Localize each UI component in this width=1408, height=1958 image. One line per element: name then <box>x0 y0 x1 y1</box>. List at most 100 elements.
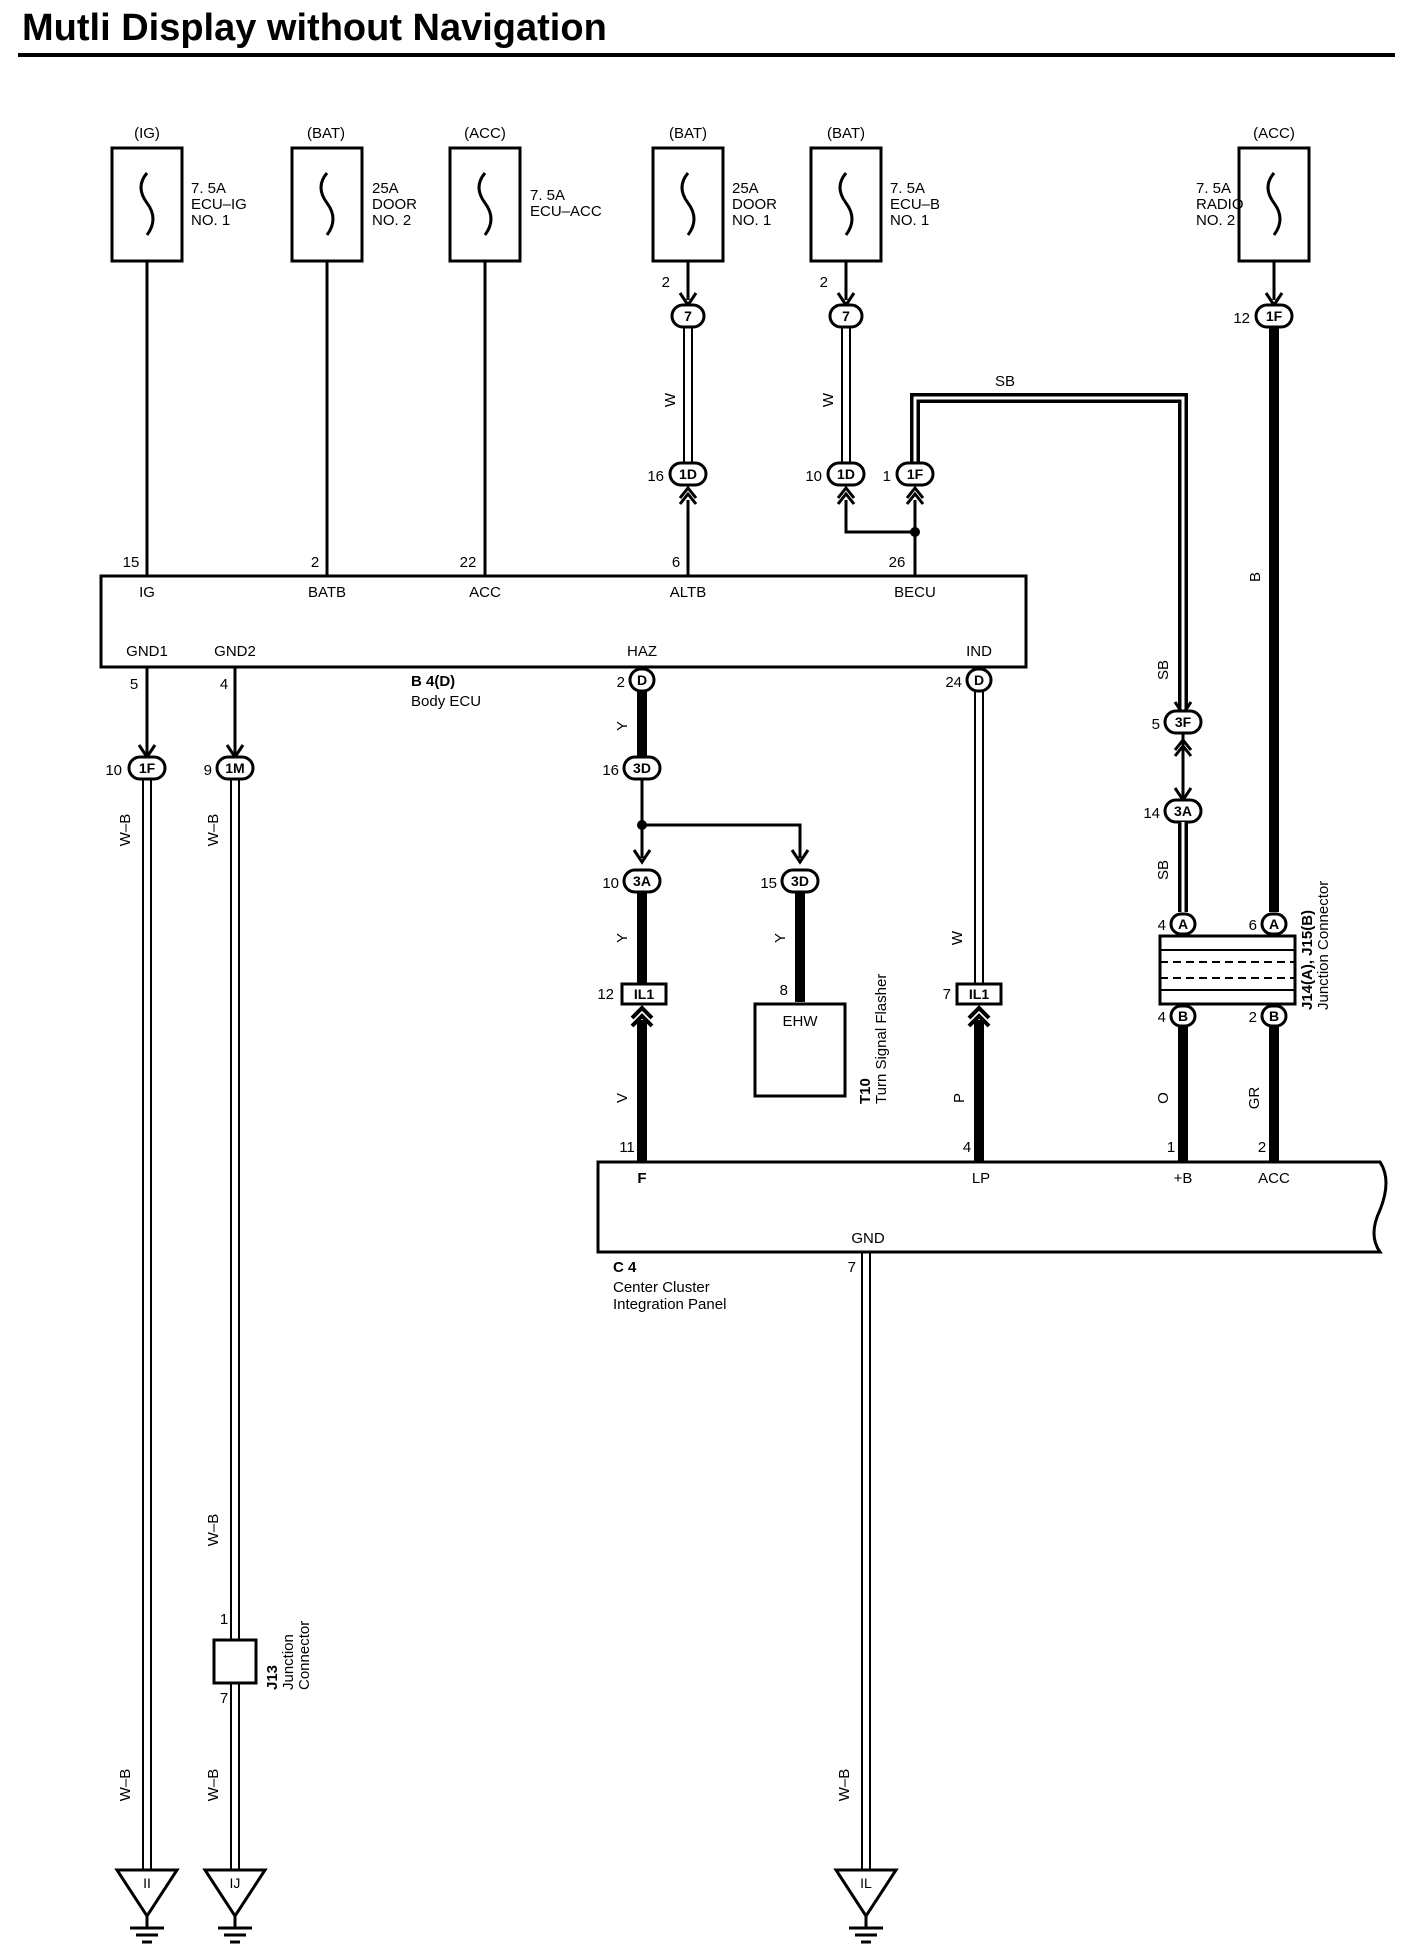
pin-number: 15 <box>123 554 140 571</box>
chevron-up-icon <box>836 485 856 505</box>
connector-il1 <box>955 982 1003 1006</box>
pin-label: F <box>637 1170 646 1187</box>
wire-gnd1: 1F 10 W–B W–B <box>105 667 167 1870</box>
wire-color: W–B <box>205 1769 222 1802</box>
fuse-name: RADIO <box>1196 196 1244 213</box>
pin-label: IND <box>966 643 992 660</box>
pin-number: 24 <box>945 674 962 691</box>
wire-color: W–B <box>836 1769 853 1802</box>
fuse-number: NO. 2 <box>372 212 411 229</box>
pin-label: GND1 <box>126 643 168 660</box>
fuse-name: ECU–IG <box>191 196 247 213</box>
wire-color: W <box>820 392 837 407</box>
pin-number: 1 <box>1167 1139 1175 1156</box>
component-name: Body ECU <box>411 693 481 710</box>
pin-number: 5 <box>1152 716 1160 733</box>
connector-label: A <box>1178 916 1188 932</box>
pin-number: 8 <box>780 982 788 999</box>
fuse-icon <box>1266 172 1282 236</box>
fuse-icon <box>838 172 854 236</box>
pin-number: 14 <box>1143 805 1160 822</box>
flasher-box-label: EHW <box>783 1013 819 1030</box>
pin-number: 26 <box>889 554 906 571</box>
pin-number: 4 <box>1158 917 1166 934</box>
fuse-ecu-ig: (IG) 7. 5A ECU–IG NO. 1 <box>110 125 247 263</box>
connector-il1 <box>620 982 668 1006</box>
component-id: B 4(D) <box>411 673 455 690</box>
wire-color: Y <box>614 721 631 731</box>
wire-color: W <box>662 392 679 407</box>
wire-gnd2: 1M 9 W–B W–B 1 7 J13 Junction Connector … <box>204 665 313 1870</box>
pin-label: IG <box>139 584 155 601</box>
fuse-amp: 25A <box>732 180 759 197</box>
pin-label: +B <box>1174 1170 1193 1187</box>
pin-label: GND2 <box>214 643 256 660</box>
fuse-door-2: (BAT) 25A DOOR NO. 2 <box>290 125 417 263</box>
pin-number: 2 <box>820 274 828 291</box>
wire-color: W–B <box>117 814 134 847</box>
pin-number: 9 <box>204 762 212 779</box>
wire-color: P <box>951 1093 968 1103</box>
fuse-source: (BAT) <box>827 125 865 142</box>
splice-point <box>910 527 920 537</box>
component-id: T10 <box>857 1078 874 1104</box>
fuse-name: ECU–B <box>890 196 940 213</box>
chevron-down-icon <box>632 849 652 865</box>
pin-number: 4 <box>1158 1009 1166 1026</box>
fuse-amp: 7. 5A <box>530 187 565 204</box>
connector-label: D <box>637 672 647 688</box>
pin-number: 16 <box>602 762 619 779</box>
chevron-down-icon <box>790 849 810 865</box>
fuse-radio-2: (ACC) 7. 5A RADIO NO. 2 <box>1196 125 1311 263</box>
wire-color: W <box>949 930 966 945</box>
pin-number: 15 <box>760 875 777 892</box>
center-cluster-panel: 11 F 4 LP 1 +B 2 ACC GND C 4 Center Clus… <box>596 1139 1388 1870</box>
pin-label: LP <box>972 1170 990 1187</box>
ground-label: IL <box>860 1875 872 1891</box>
fuse-name: ECU–ACC <box>530 203 602 220</box>
pin-number: 4 <box>220 676 228 693</box>
diagram-title: Mutli Display without Navigation <box>22 7 607 49</box>
pin-label: HAZ <box>627 643 657 660</box>
wire-color: W–B <box>205 814 222 847</box>
connector-d <box>965 667 993 693</box>
wire-color: Y <box>772 933 789 943</box>
wire-color: Y <box>614 933 631 943</box>
fuse-amp: 7. 5A <box>890 180 925 197</box>
pin-number: 11 <box>619 1139 635 1156</box>
component-id: C 4 <box>613 1259 637 1276</box>
pin-number: 7 <box>943 986 951 1003</box>
pin-number: 6 <box>1249 917 1257 934</box>
connector-label: D <box>974 672 984 688</box>
component-name: Integration Panel <box>613 1296 726 1313</box>
connector-a <box>1260 912 1288 936</box>
pin-number: 4 <box>963 1139 971 1156</box>
pin-number: 12 <box>597 986 614 1003</box>
connector-1f <box>895 461 935 487</box>
connector-label: 1D <box>679 466 697 482</box>
component-name: Connector <box>296 1621 313 1690</box>
pin-label: BATB <box>308 584 346 601</box>
component-id: J14(A), J15(B) <box>1299 910 1316 1010</box>
chevron-up-icon <box>967 1005 991 1028</box>
chevron-up-icon <box>630 1005 654 1028</box>
wire-altb-path: 2 7 W 1D 16 <box>647 261 708 576</box>
fuse-number: NO. 1 <box>732 212 771 229</box>
wire-color: B <box>1247 572 1264 582</box>
connector-label: 1F <box>139 760 156 776</box>
pin-number: 2 <box>311 554 319 571</box>
pin-label: GND <box>851 1230 885 1247</box>
ground-il: IL <box>833 1868 899 1944</box>
fuse-amp: 25A <box>372 180 399 197</box>
connector-label: 1D <box>837 466 855 482</box>
pin-number: 2 <box>662 274 670 291</box>
connector-1d <box>826 461 866 487</box>
pin-number: 5 <box>130 676 138 693</box>
body-ecu: 15 IG 2 BATB 22 ACC 6 ALTB 26 BECU GND1 … <box>99 554 1028 710</box>
fuse-amp: 7. 5A <box>191 180 226 197</box>
ground-ij: IJ <box>202 1868 268 1944</box>
fuse-source: (ACC) <box>1253 125 1295 142</box>
wire-color: W–B <box>117 1769 134 1802</box>
wire-color: SB <box>1155 860 1172 880</box>
wire-color: GR <box>1246 1087 1263 1110</box>
